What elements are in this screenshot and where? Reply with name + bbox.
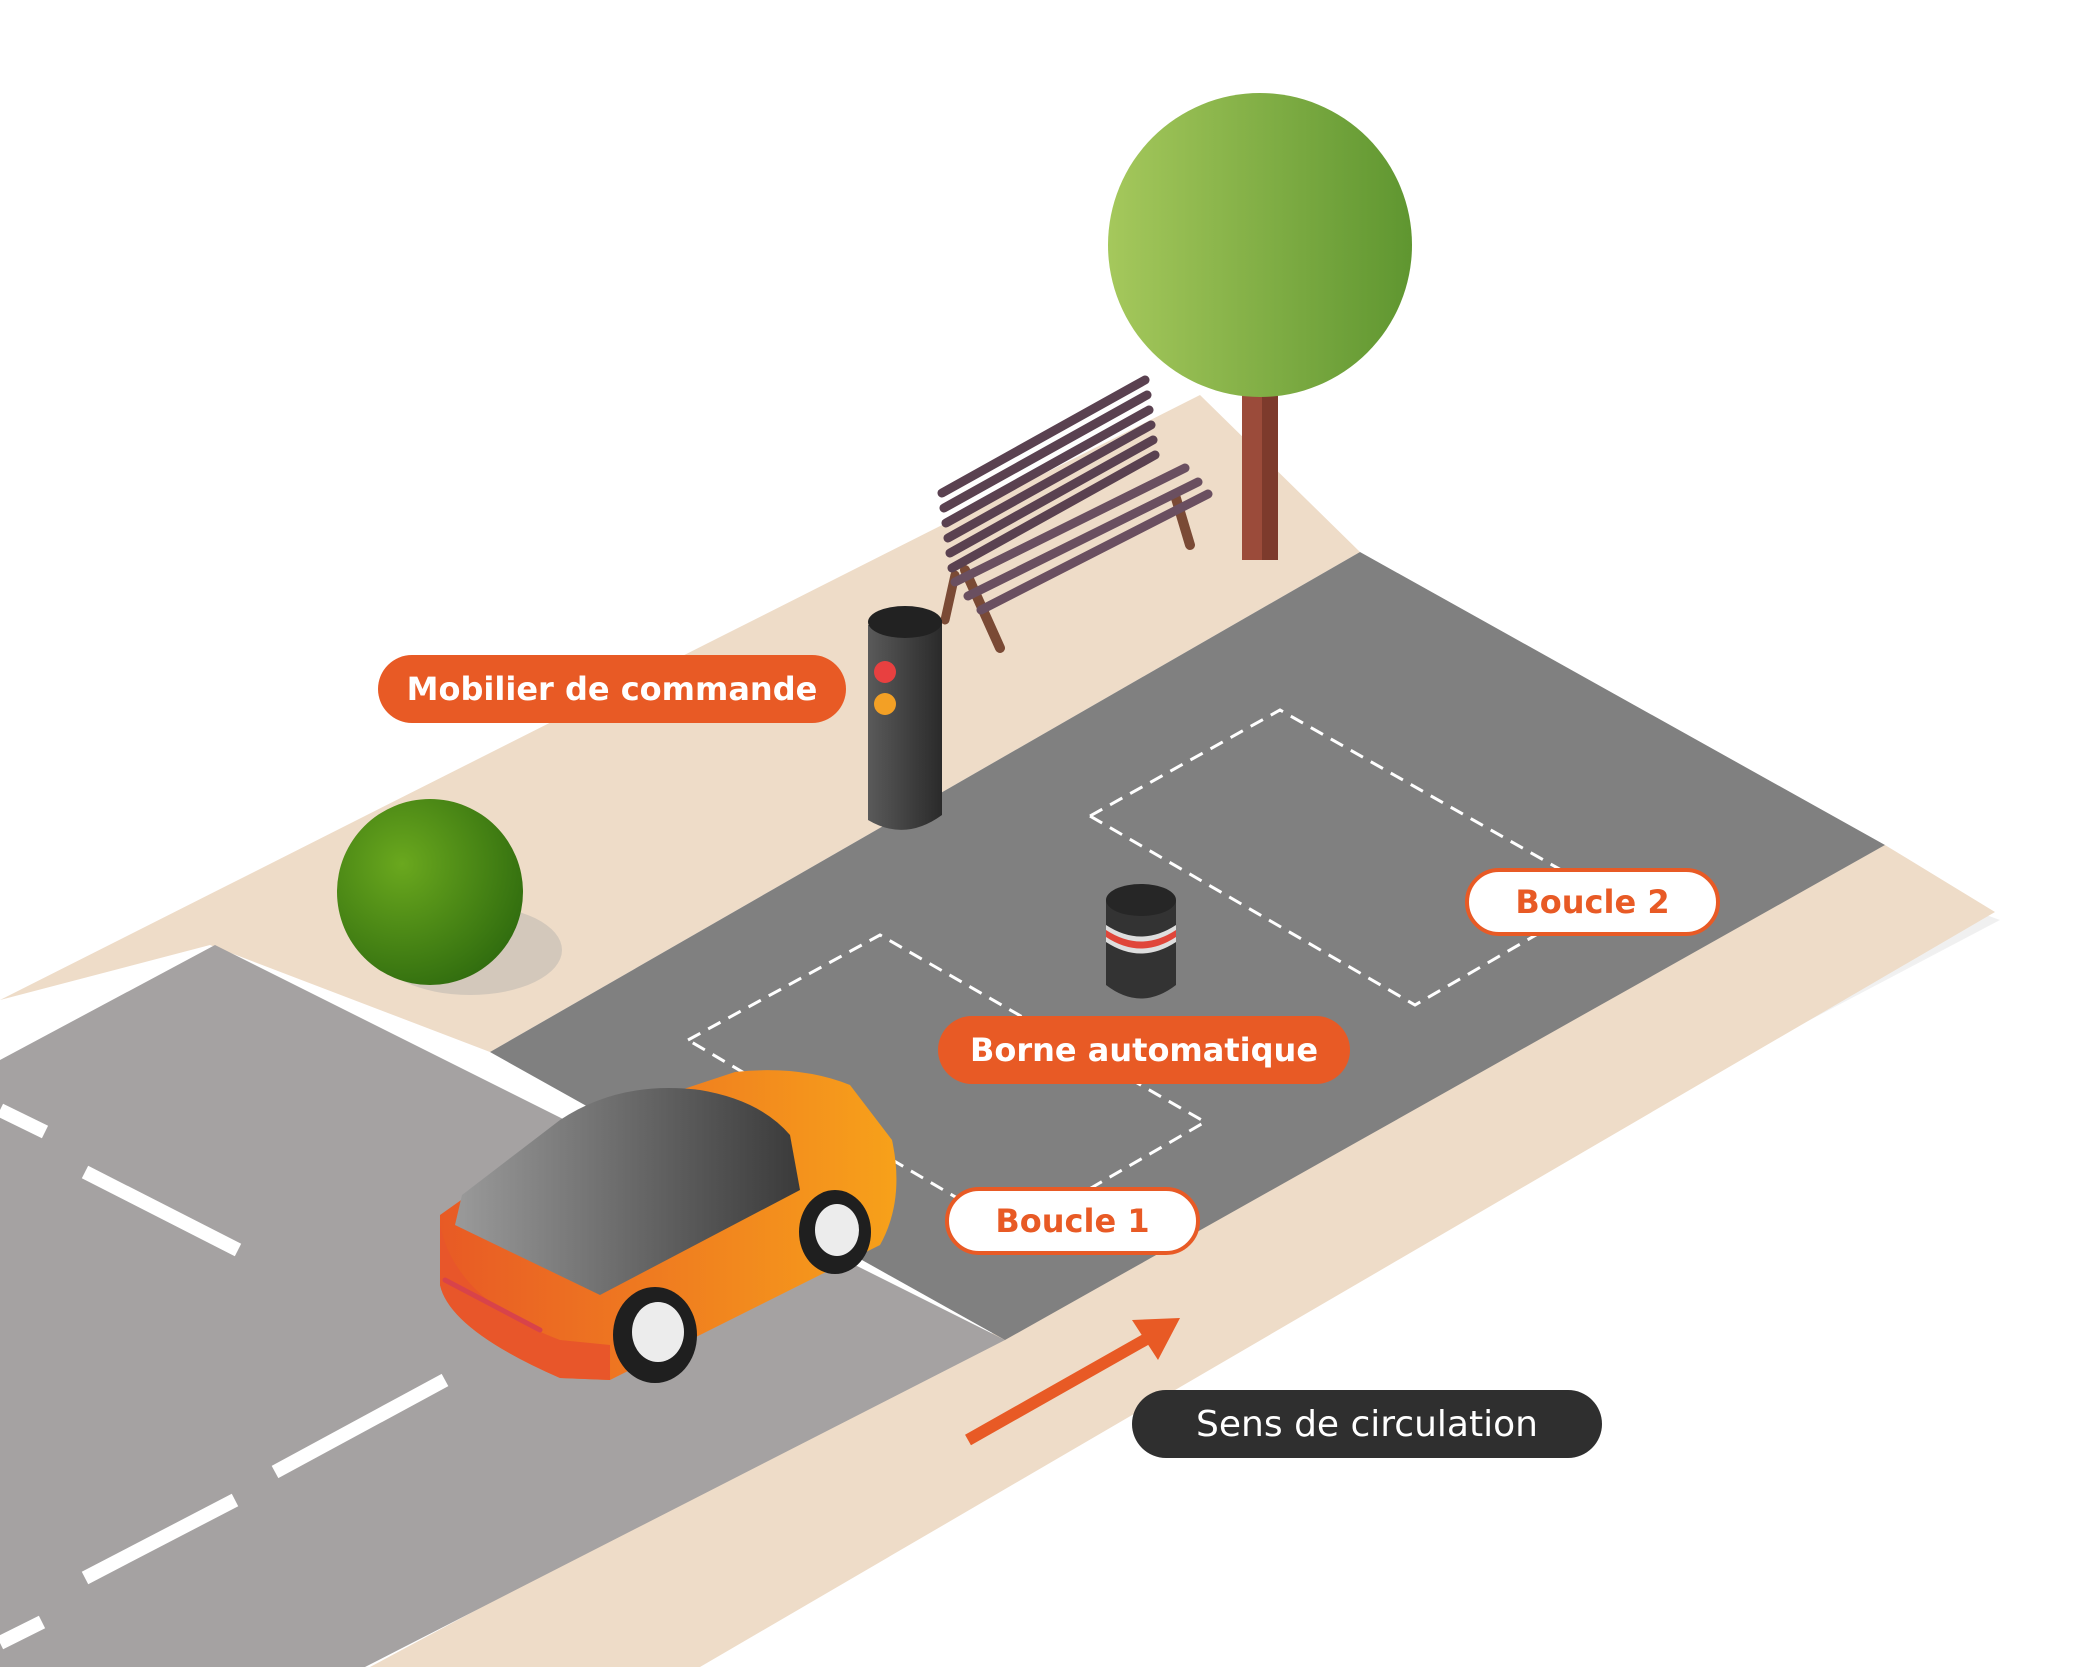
loop-1-zone bbox=[684, 933, 1209, 1234]
bench-icon bbox=[937, 375, 1213, 653]
tree-icon bbox=[1108, 93, 1412, 560]
loop-2-label: Boucle 2 bbox=[1465, 868, 1720, 936]
control-unit-label: Mobilier de commande bbox=[378, 655, 846, 723]
traffic-direction-label: Sens de circulation bbox=[1132, 1390, 1602, 1458]
bollard-icon bbox=[1106, 884, 1176, 999]
bush-icon bbox=[337, 799, 562, 995]
lower-sidewalk bbox=[370, 845, 1995, 1667]
lane-markings bbox=[0, 1103, 449, 1650]
control-terminal-icon bbox=[868, 606, 942, 830]
direction-arrow-icon bbox=[965, 1318, 1180, 1446]
loop-2-zone bbox=[1086, 708, 1609, 1007]
bollard-label: Borne automatique bbox=[938, 1016, 1350, 1084]
loop-1-label: Boucle 1 bbox=[945, 1187, 1200, 1255]
car-icon bbox=[440, 1070, 897, 1383]
